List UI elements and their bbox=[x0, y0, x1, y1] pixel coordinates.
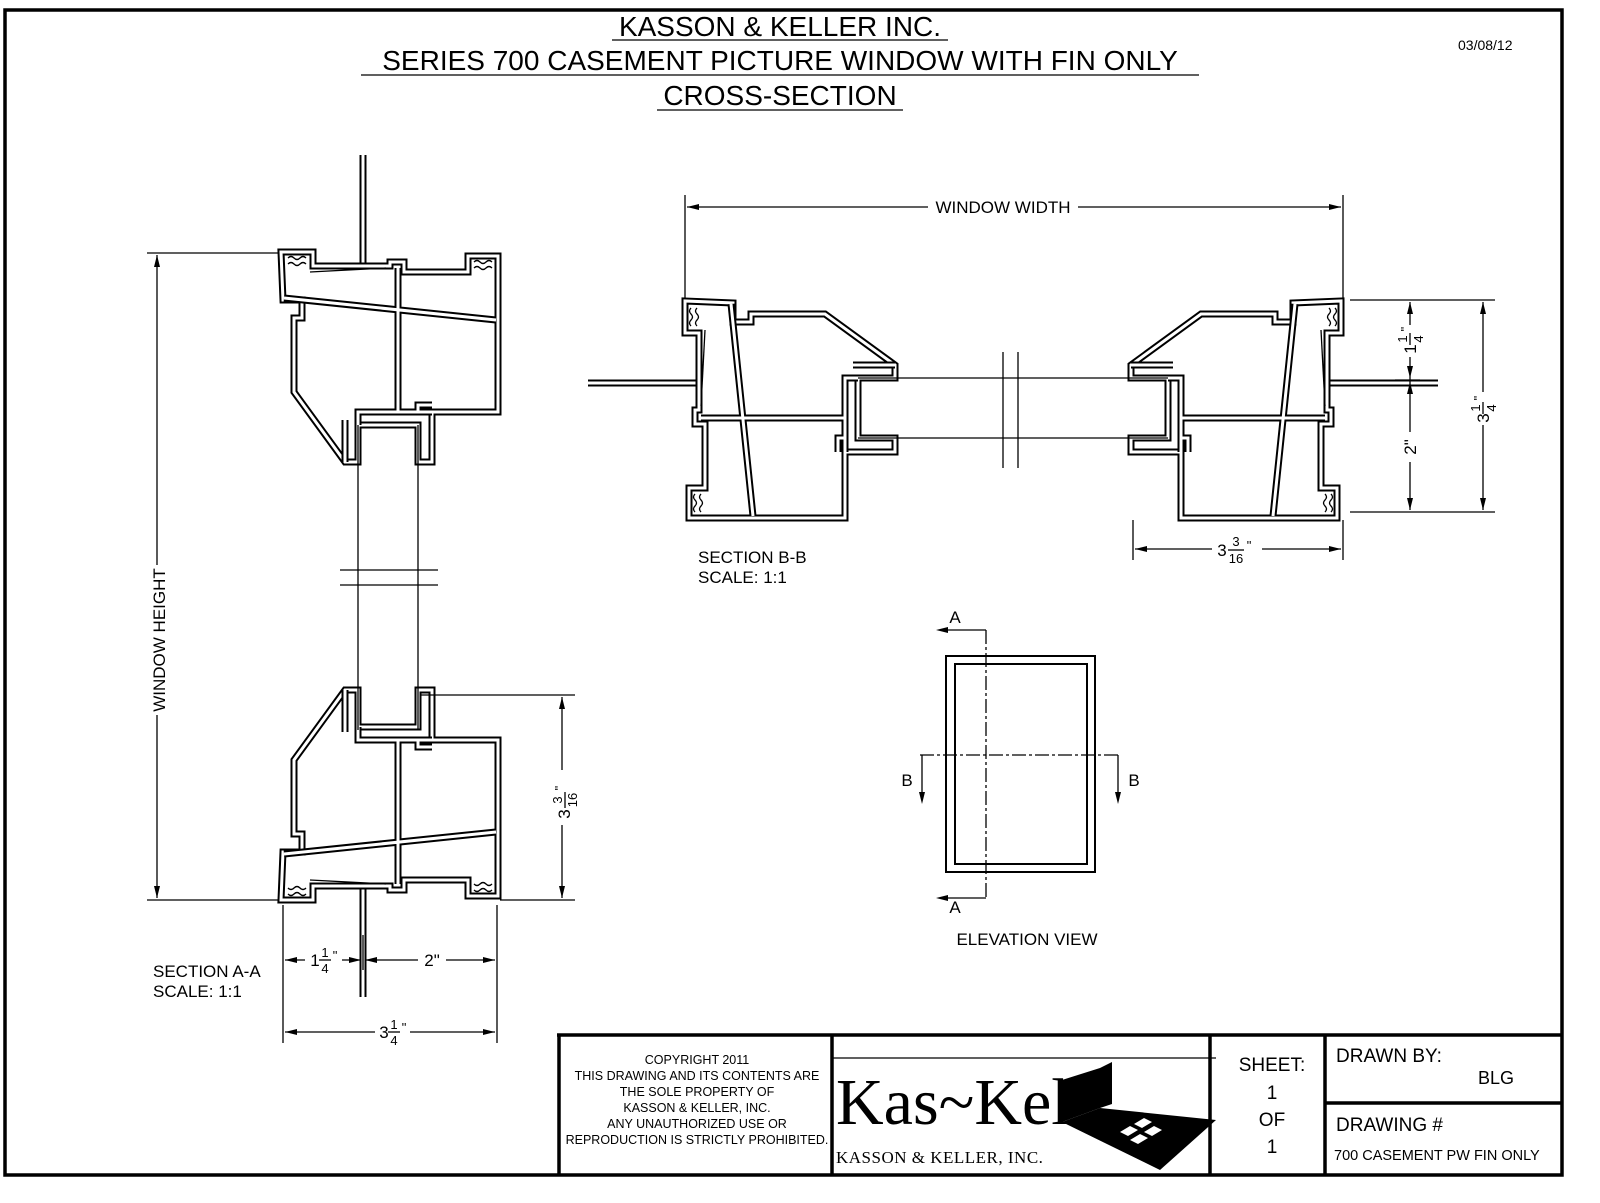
svg-text:4: 4 bbox=[1411, 335, 1426, 342]
company-logo: Kas~Kel KASSON & KELLER, INC. bbox=[836, 1062, 1216, 1170]
svg-text:1: 1 bbox=[1395, 335, 1410, 342]
svg-text:": " bbox=[333, 948, 338, 963]
window-width-label: WINDOW WIDTH bbox=[935, 198, 1070, 217]
title-view: CROSS-SECTION bbox=[663, 80, 896, 111]
svg-text:": " bbox=[1398, 326, 1413, 331]
svg-text:3: 3 bbox=[555, 809, 574, 818]
section-a-scale: SCALE: 1:1 bbox=[153, 982, 242, 1001]
drawn-by-label: DRAWN BY: bbox=[1336, 1046, 1442, 1067]
window-height-label: WINDOW HEIGHT bbox=[150, 568, 169, 712]
section-b-b: WINDOW WIDTH 1 1 4 " 2" 3 1 bbox=[588, 195, 1499, 587]
sheet-of: OF bbox=[1259, 1110, 1285, 1131]
logo-window-graphic bbox=[1062, 1062, 1216, 1170]
svg-text:THE SOLE PROPERTY OF: THE SOLE PROPERTY OF bbox=[620, 1085, 775, 1099]
svg-text:4: 4 bbox=[390, 1033, 397, 1048]
title-series: SERIES 700 CASEMENT PICTURE WINDOW WITH … bbox=[382, 45, 1178, 76]
copyright-notice: COPYRIGHT 2011 THIS DRAWING AND ITS CONT… bbox=[566, 1053, 829, 1147]
svg-text:1: 1 bbox=[390, 1017, 397, 1032]
svg-text:": " bbox=[1247, 538, 1252, 553]
svg-text:3: 3 bbox=[379, 1023, 388, 1042]
svg-text:THIS DRAWING AND ITS CONTENTS: THIS DRAWING AND ITS CONTENTS ARE bbox=[575, 1069, 820, 1083]
svg-text:KASSON & KELLER, INC.: KASSON & KELLER, INC. bbox=[623, 1101, 770, 1115]
svg-text:3: 3 bbox=[1217, 541, 1226, 560]
svg-text:2": 2" bbox=[424, 951, 440, 970]
drawing-number-label: DRAWING # bbox=[1336, 1115, 1443, 1136]
drawing-number-value: 700 CASEMENT PW FIN ONLY bbox=[1334, 1148, 1540, 1164]
svg-text:": " bbox=[552, 785, 567, 790]
section-b-marker-left: B bbox=[901, 771, 912, 790]
section-b-label: SECTION B-B bbox=[698, 548, 807, 567]
svg-text:1: 1 bbox=[321, 945, 328, 960]
svg-text:REPRODUCTION IS STRICTLY PROHI: REPRODUCTION IS STRICTLY PROHIBITED. bbox=[566, 1133, 829, 1147]
svg-text:2": 2" bbox=[1401, 439, 1420, 455]
section-a-label: SECTION A-A bbox=[153, 962, 261, 981]
svg-text:1: 1 bbox=[1401, 344, 1420, 353]
drawing-title: KASSON & KELLER INC. SERIES 700 CASEMENT… bbox=[361, 11, 1513, 111]
svg-text:3: 3 bbox=[550, 796, 565, 803]
right-jamb-profile bbox=[1131, 301, 1438, 518]
svg-text:COPYRIGHT 2011: COPYRIGHT 2011 bbox=[645, 1053, 749, 1067]
title-company: KASSON & KELLER INC. bbox=[619, 11, 941, 42]
svg-text:1: 1 bbox=[1468, 404, 1483, 411]
sheet-border bbox=[3, 8, 1564, 1177]
svg-text:16: 16 bbox=[1229, 551, 1243, 566]
svg-text:16: 16 bbox=[565, 793, 580, 807]
svg-text:4: 4 bbox=[1484, 404, 1499, 411]
svg-text:3: 3 bbox=[1232, 534, 1239, 549]
section-b-height-dimensions: 1 1 4 " 2" 3 1 4 " 3 bbox=[1132, 299, 1499, 566]
section-a-marker-bottom: A bbox=[949, 898, 961, 917]
elevation-view-label: ELEVATION VIEW bbox=[956, 930, 1097, 949]
left-jamb-profile bbox=[588, 301, 895, 518]
drawn-by-value: BLG bbox=[1478, 1068, 1514, 1088]
section-a-width-dimensions: 1 1 4 " 2" 3 1 4 " bbox=[282, 905, 498, 1048]
window-width-dimension: WINDOW WIDTH bbox=[684, 195, 1344, 298]
svg-text:": " bbox=[402, 1020, 407, 1035]
svg-text:ANY UNAUTHORIZED USE OR: ANY UNAUTHORIZED USE OR bbox=[607, 1117, 787, 1131]
title-block: COPYRIGHT 2011 THIS DRAWING AND ITS CONT… bbox=[557, 1033, 1562, 1175]
logo-wordmark: Kas~Kel bbox=[836, 1066, 1070, 1139]
section-b-marker-right: B bbox=[1128, 771, 1139, 790]
svg-text:1: 1 bbox=[310, 951, 319, 970]
section-a-a: WINDOW HEIGHT 3 3 16 " bbox=[147, 155, 580, 1048]
section-a-marker-top: A bbox=[949, 608, 961, 627]
glass-pane bbox=[858, 352, 1168, 468]
drawing-date: 03/08/12 bbox=[1458, 37, 1513, 53]
head-frame-profile bbox=[281, 155, 498, 462]
svg-text:": " bbox=[1471, 395, 1486, 400]
svg-text:3: 3 bbox=[1474, 413, 1493, 422]
elevation-view: A A B B ELEVATION VIEW bbox=[901, 608, 1139, 949]
sheet-number: 1 bbox=[1267, 1083, 1278, 1104]
section-b-scale: SCALE: 1:1 bbox=[698, 568, 787, 587]
sash-height-dimension: 3 3 16 " bbox=[420, 694, 580, 901]
logo-subtitle: KASSON & KELLER, INC. bbox=[836, 1148, 1043, 1167]
window-height-dimension: WINDOW HEIGHT bbox=[147, 252, 278, 901]
sheet-total: 1 bbox=[1267, 1137, 1278, 1158]
glass-pane bbox=[340, 425, 438, 730]
sheet-label: SHEET: bbox=[1239, 1055, 1306, 1076]
svg-text:4: 4 bbox=[321, 961, 328, 976]
